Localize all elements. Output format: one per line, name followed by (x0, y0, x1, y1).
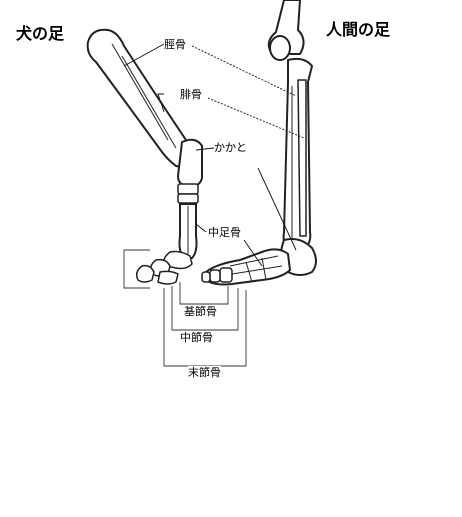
dog-distal-phalanx-bone (135, 264, 155, 283)
metatarsal-label: 中足骨 (208, 226, 241, 239)
human-distal-phalanx-bone (201, 271, 211, 283)
human-metatarsal-line-4 (261, 257, 267, 281)
human-proximal-phalanx-bone (219, 267, 233, 283)
dog-tarsal-2 (177, 193, 199, 204)
distal-phalanx-bracket (163, 288, 247, 367)
dog-leg (86, 28, 203, 285)
dog-leg-title: 犬の足 (16, 24, 65, 43)
dog-tibia-shading (111, 43, 169, 141)
dog-tarsal-1 (177, 183, 199, 195)
heel-leader-human (257, 167, 297, 251)
human-leg-title: 人間の足 (326, 20, 391, 39)
dog-toe-bracket (123, 249, 150, 289)
dog-toe-extra (157, 270, 179, 285)
middle-phalanx-bracket (171, 286, 239, 331)
human-middle-phalanx-bone (209, 269, 221, 283)
leader-lines (123, 43, 305, 267)
tibia-label: 脛骨 (164, 38, 186, 51)
human-metatarsal-line-3 (245, 261, 253, 283)
fibula-label: 腓骨 (180, 88, 202, 101)
middle-phalanx-label: 中節骨 (180, 331, 213, 344)
metatarsal-leader-human (243, 239, 263, 267)
tibia-leader-human (191, 45, 297, 97)
human-fibula-bone (297, 79, 307, 237)
human-metatarsal-line-1 (229, 255, 279, 267)
human-metatarsal-line-2 (231, 265, 283, 275)
fibula-leader-dog (157, 93, 165, 113)
heel-leader-dog (195, 147, 215, 151)
human-patella-bone (269, 35, 291, 61)
metatarsal-leader-dog (195, 223, 207, 233)
dog-heel-bone (177, 138, 203, 187)
heel-label: かかと (214, 141, 247, 154)
proximal-phalanx-bracket (179, 282, 229, 305)
proximal-phalanx-label: 基節骨 (184, 305, 217, 318)
human-leg (201, 0, 317, 286)
tibia-leader-dog (123, 43, 165, 67)
distal-phalanx-label: 末節骨 (188, 366, 221, 379)
dog-fibula-shading (121, 55, 177, 149)
